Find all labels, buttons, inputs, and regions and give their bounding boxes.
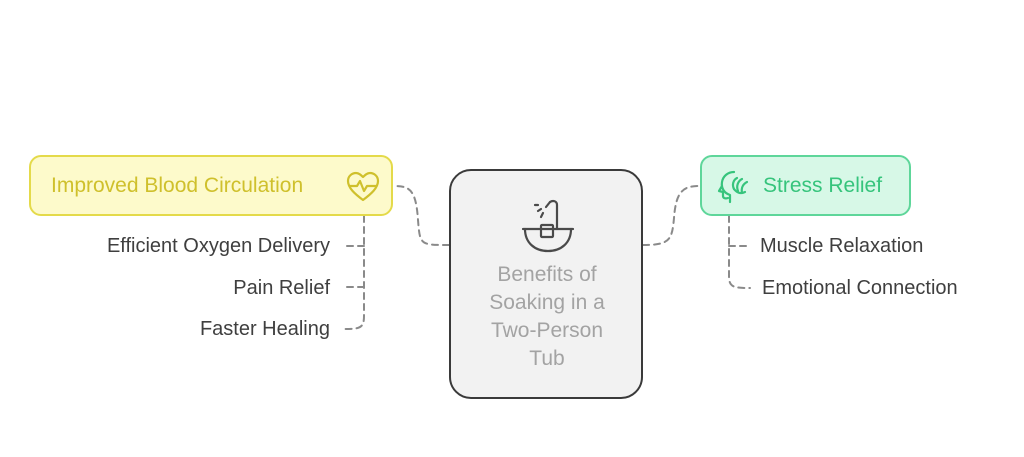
connector-left-trunk (343, 215, 365, 330)
central-topic-box: Benefits of Soaking in a Two-Person Tub (449, 169, 643, 399)
central-title-line: Soaking in a (489, 291, 605, 314)
heart-pulse-icon (346, 171, 380, 202)
bathtub-shower-icon (521, 199, 575, 253)
head-mind-icon (717, 170, 749, 204)
connector-right-trunk (728, 215, 751, 289)
central-title-line: Tub (529, 347, 565, 370)
topic-label: Stress Relief (763, 174, 883, 197)
connector-center-left (393, 185, 450, 246)
subtopic-emotional-connection: Emotional Connection (762, 277, 958, 299)
subtopic-pain-relief: Pain Relief (233, 277, 330, 299)
topic-stress-relief: Stress Relief (700, 155, 911, 216)
central-title-line: Benefits of (497, 263, 597, 286)
subtopic-muscle-relaxation: Muscle Relaxation (760, 235, 924, 257)
subtopic-efficient-oxygen-delivery: Efficient Oxygen Delivery (106, 235, 330, 257)
subtopic-faster-healing: Faster Healing (199, 318, 330, 340)
central-title-line: Two-Person (490, 319, 604, 342)
topic-label: Improved Blood Circulation (51, 174, 304, 197)
topic-improved-blood-circulation: Improved Blood Circulation (29, 155, 393, 216)
central-topic-title: Benefits of Soaking in a Two-Person Tub (461, 261, 633, 373)
connector-center-right (642, 185, 701, 246)
